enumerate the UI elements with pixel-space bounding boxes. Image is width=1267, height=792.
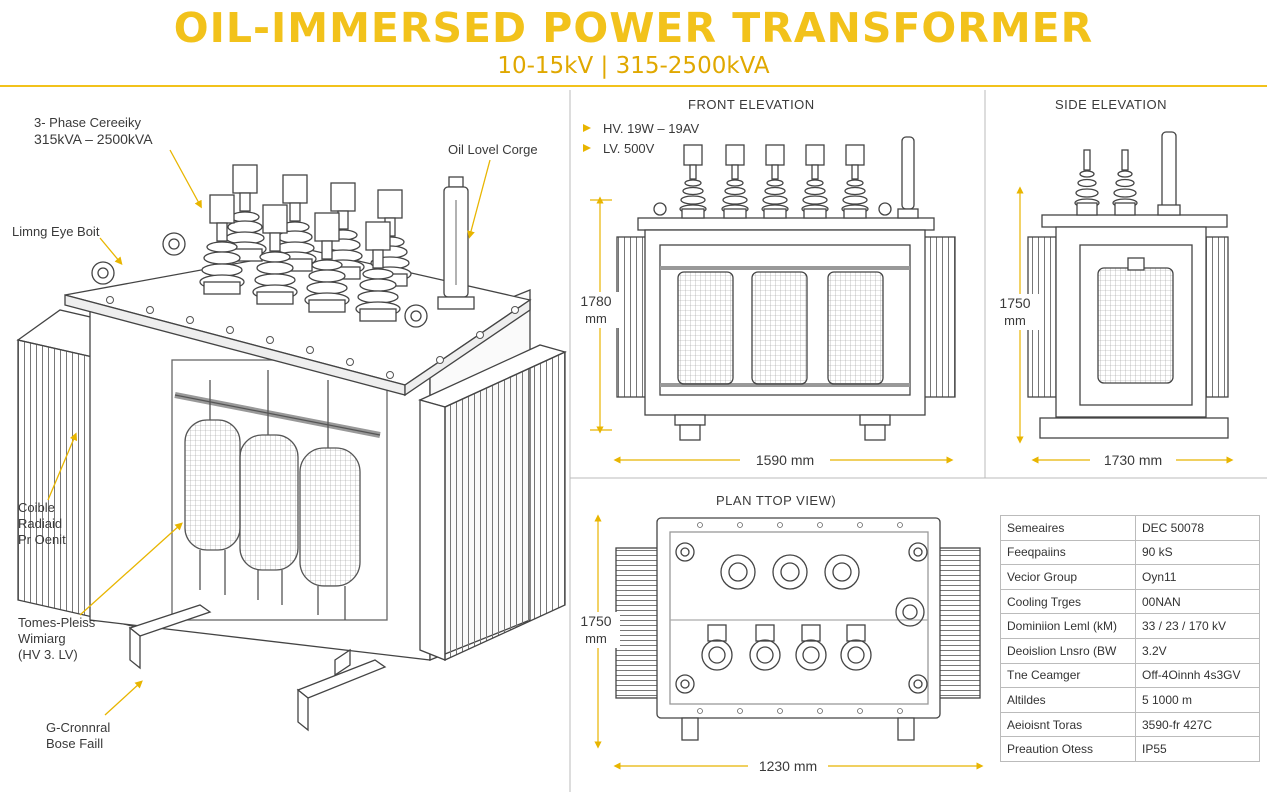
label-base: G-Cronnral Bose Faill	[46, 720, 110, 752]
spec-value: Off-4Oinnh 4s3GV	[1135, 662, 1260, 689]
spec-key: Altildes	[1000, 687, 1136, 713]
panel-dividers	[569, 90, 1267, 792]
plan-view-drawing	[615, 517, 981, 741]
label-winding-line1: Tomes-Pleiss	[18, 615, 96, 630]
plan-height-value: 1750	[580, 613, 612, 629]
spec-row: Dominiion Leml (kM)33 / 23 / 170 kV	[1000, 613, 1260, 639]
plan-rim-bolts	[697, 522, 903, 714]
label-base-line2: Bose Faill	[46, 736, 104, 751]
side-bushings	[1074, 131, 1181, 216]
label-oil-gauge: Oil Lovel Corge	[448, 142, 538, 157]
label-winding: Tomes-Pleiss Wimiarg (HV 3. LV)	[18, 615, 95, 663]
plan-view-heading: PLAN TTOP VIEW)	[716, 493, 837, 508]
front-elevation-heading: FRONT ELEVATION	[688, 97, 815, 112]
plan-height-dimension: 1750 mm	[572, 612, 620, 648]
spec-key: Vecior Group	[1000, 564, 1136, 590]
spec-key: Aeioisnt Toras	[1000, 711, 1136, 738]
side-width-dimension: 1730 mm	[1090, 451, 1176, 469]
cover-bolts	[106, 296, 519, 379]
spec-value: Oyn11	[1135, 564, 1260, 590]
page-title: OIL-IMMERSED POWER TRANSFORMER	[173, 4, 1094, 52]
front-lv-label: LV. 500V	[603, 141, 655, 156]
side-height-dimension: 1750 mm	[991, 294, 1039, 330]
spec-value: 5 1000 m	[1135, 687, 1260, 713]
label-capacity-line1: 3- Phase Cereeiky	[34, 115, 141, 130]
spec-key: Preaution Otess	[1000, 736, 1136, 762]
spec-value: 33 / 23 / 170 kV	[1135, 613, 1260, 639]
front-width-dimension: 1590 mm	[740, 451, 830, 469]
spec-value: 90 kS	[1135, 539, 1260, 566]
label-radiator-line1: Coible	[18, 500, 55, 515]
spec-value: DEC 50078	[1135, 515, 1260, 541]
plan-lv-bushings	[701, 624, 872, 671]
oil-level-gauge	[437, 176, 475, 310]
spec-key: Tne Ceamger	[1000, 662, 1136, 689]
isometric-bushings	[199, 164, 412, 322]
spec-key: Feeqpaiins	[1000, 539, 1136, 566]
internal-windings	[174, 370, 381, 620]
front-voltage-arrows	[583, 124, 591, 152]
plan-height-unit: mm	[585, 631, 607, 646]
spec-value: 3590-fr 427C	[1135, 711, 1260, 738]
page-subtitle: 10-15kV | 315-2500kVA	[497, 53, 770, 79]
title-divider	[0, 85, 1267, 87]
label-eye-bolt: Limng Eye Boit	[12, 224, 100, 239]
spec-value: IP55	[1135, 736, 1260, 762]
side-elevation-drawing	[1027, 131, 1229, 439]
spec-key: Cooling Trges	[1000, 588, 1136, 615]
label-capacity: 3- Phase Cereeiky 315kVA – 2500kVA	[34, 115, 153, 147]
front-bushings	[653, 136, 919, 219]
label-radiator-line3: Pr Oenit	[18, 532, 66, 547]
right-radiator	[418, 344, 567, 662]
side-elevation-heading: SIDE ELEVATION	[1055, 97, 1167, 112]
iso-leader-lines	[47, 149, 491, 716]
label-radiator-line2: Radiaid	[18, 516, 63, 531]
spec-value: 3.2V	[1135, 637, 1260, 664]
plan-hv-bushings	[720, 554, 860, 590]
label-winding-line2: Wimiarg	[18, 631, 66, 646]
front-elevation-drawing	[616, 136, 956, 441]
isometric-transformer	[16, 164, 567, 732]
spec-key: Semeaires	[1000, 515, 1136, 541]
front-height-dimension: 1780 mm	[572, 292, 620, 328]
spec-value: 00NAN	[1135, 588, 1260, 615]
lifting-eye-bolts	[91, 232, 428, 328]
front-hv-label: HV. 19W – 19AV	[603, 121, 700, 136]
label-capacity-line2: 315kVA – 2500kVA	[34, 131, 153, 147]
label-radiator: Coible Radiaid Pr Oenit	[18, 500, 66, 548]
front-height-value: 1780	[580, 293, 612, 309]
spec-key: Deoislion Lnsro (BW	[1000, 637, 1136, 664]
spec-key: Dominiion Leml (kM)	[1000, 613, 1136, 639]
label-winding-line3: (HV 3. LV)	[18, 647, 78, 662]
front-height-unit: mm	[585, 311, 607, 326]
base-skids	[128, 604, 387, 732]
side-height-value: 1750	[999, 295, 1031, 311]
tank-cover	[64, 249, 532, 397]
label-base-line1: G-Cronnral	[46, 720, 111, 735]
side-height-unit: mm	[1004, 313, 1026, 328]
plan-width-dimension: 1230 mm	[748, 757, 828, 775]
